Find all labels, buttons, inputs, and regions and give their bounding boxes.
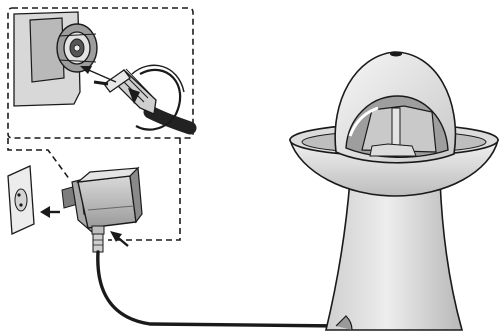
cable-plug-detail — [93, 68, 197, 135]
connector-detail-inset — [7, 7, 197, 139]
cable-connection-arrow — [110, 231, 129, 247]
dc-jack — [56, 23, 98, 73]
unplug-direction-arrow — [40, 206, 60, 218]
inset-frame — [7, 7, 194, 139]
inset-cable — [143, 105, 197, 135]
wall-socket — [7, 165, 35, 235]
inset-leader-line — [108, 138, 181, 241]
power-adapter — [61, 166, 143, 233]
power-cable — [91, 225, 342, 328]
rotate-lock-arrow — [135, 68, 182, 131]
base-pedestal — [324, 179, 464, 331]
charging-base-unit — [288, 51, 499, 331]
